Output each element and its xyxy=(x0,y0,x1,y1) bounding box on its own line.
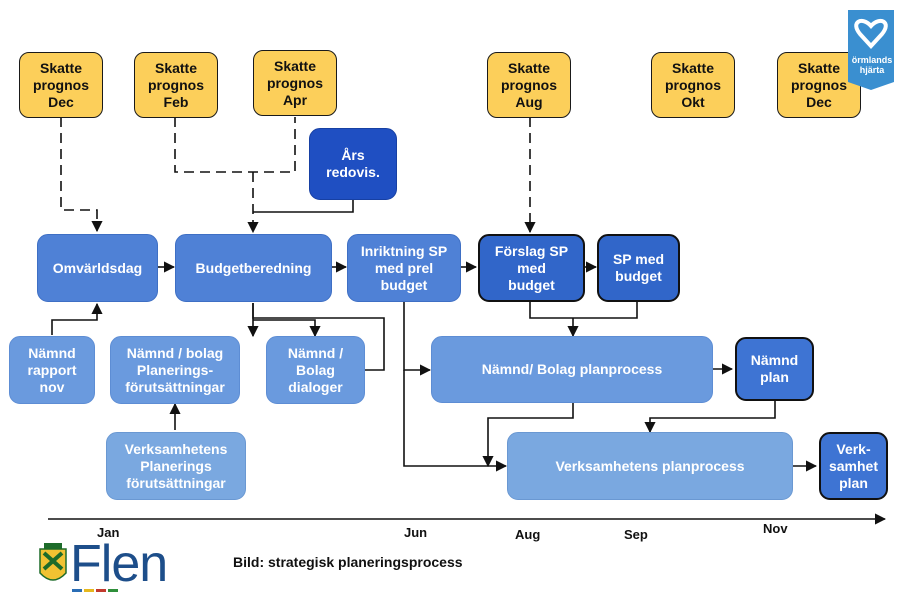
box-budgetberedning: Budgetberedning xyxy=(175,234,332,302)
arrow-rapport-to-omvarld xyxy=(51,302,103,335)
box-namnd-rapport: Nämnd rapport nov xyxy=(9,336,95,404)
heart-badge-icon xyxy=(848,10,894,90)
box-namnd-bolag-dialoger: Nämnd / Bolag dialoger xyxy=(266,336,365,404)
forecast-box-okt: Skatte prognos Okt xyxy=(651,52,735,118)
arrow-namndplan-to-verks xyxy=(644,401,776,434)
arrow-planprocess-to-verks xyxy=(482,403,574,468)
box-verksamhetens-planprocess: Verksamhetens planprocess xyxy=(507,432,793,500)
arrow-inriktning-to-namnd xyxy=(403,300,432,376)
arrow-loop-back-to-budget xyxy=(252,303,385,371)
forecast-box-feb: Skatte prognos Feb xyxy=(134,52,218,118)
forecast-box-apr: Skatte prognos Apr xyxy=(253,50,337,116)
forecast-box-aug: Skatte prognos Aug xyxy=(487,52,571,118)
arrow-inriktning-to-verks xyxy=(403,370,508,472)
figure-caption: Bild: strategisk planeringsprocess xyxy=(233,554,463,570)
line-arsredovis-to-budget xyxy=(253,199,354,213)
box-namnd-plan: Nämnd plan xyxy=(735,337,814,401)
arrow-budget-to-dialoger xyxy=(253,319,321,338)
box-omvarldsdag: Omvärldsdag xyxy=(37,234,158,302)
forecast-box-dec: Skatte prognos Dec xyxy=(19,52,103,118)
month-label-jan: Jan xyxy=(97,525,120,540)
flen-coat-of-arms-icon xyxy=(39,543,118,592)
month-label-nov: Nov xyxy=(763,521,788,536)
box-verksamhetens-planering: Verksamhetens Planerings förutsättningar xyxy=(106,432,246,500)
flen-logo-text: Flen xyxy=(70,535,168,593)
month-label-sep: Sep xyxy=(624,527,648,542)
box-sp-med-budget: SP med budget xyxy=(597,234,680,302)
dashed-line-dec-to-omvarldsdag xyxy=(60,117,103,233)
month-label-jun: Jun xyxy=(404,525,428,540)
box-namnd-bolag-planprocess: Nämnd/ Bolag planprocess xyxy=(431,336,713,403)
box-namnd-bolag-planering: Nämnd / bolag Planerings- förutsättninga… xyxy=(110,336,240,404)
box-forslag-sp: Förslag SP med budget xyxy=(478,234,585,302)
dashed-line-feb-apr-to-budget xyxy=(174,117,296,173)
box-verksamhet-plan: Verk- samhet plan xyxy=(819,432,888,500)
forecast-box-dec-2: Skatte prognos Dec xyxy=(777,52,861,118)
month-label-aug: Aug xyxy=(515,527,541,542)
box-ars-redovis: Års redovis. xyxy=(309,128,397,200)
line-forslag-down xyxy=(529,300,638,319)
badge-text: örmlands hjärta xyxy=(851,55,893,75)
box-inriktning-sp: Inriktning SP med prel budget xyxy=(347,234,461,302)
